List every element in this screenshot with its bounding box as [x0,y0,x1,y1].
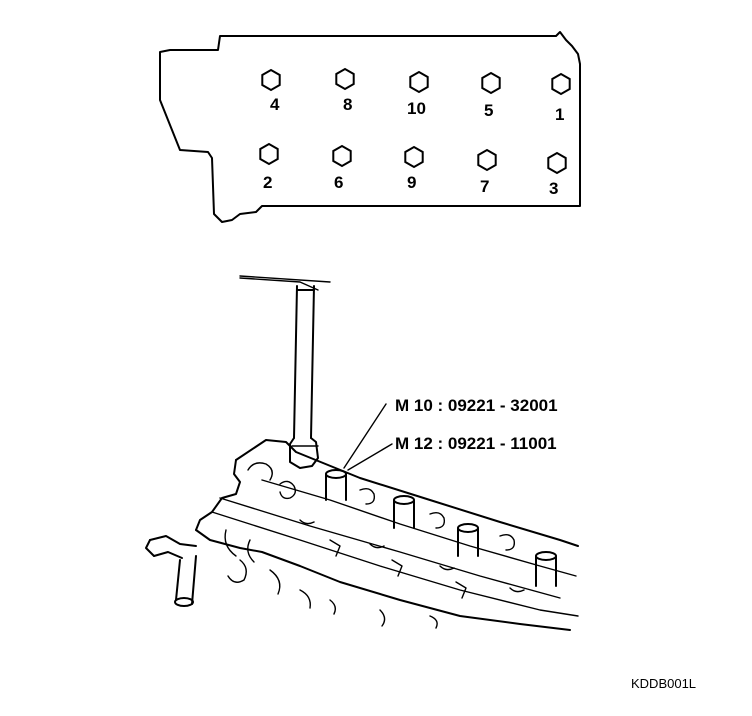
bolt-6-order-label: 2 [263,173,272,192]
bolt-1-order-label: 4 [270,95,280,114]
callout-leader-1 [343,403,387,469]
callout-m10: M 10 : 09221 - 32001 [395,396,558,415]
bolt-8-icon [404,145,424,169]
bolt-6-icon [259,142,279,166]
bolt-1-icon [261,68,281,92]
head-outline-plan [159,31,581,223]
bolt-4-order-label: 5 [484,101,493,120]
callout-m12: M 12 : 09221 - 11001 [395,434,557,453]
figure-code: KDDB001L [631,676,696,691]
engine-head-drawing [145,275,579,631]
bolt-2-order-label: 8 [343,95,352,114]
bolt-9-order-label: 7 [480,177,489,196]
torque-wrench [289,285,319,469]
cam-details [224,462,525,629]
bolt-10-order-label: 3 [549,179,558,198]
water-pipe [145,535,197,607]
valve-lifters [325,469,557,587]
callout-leader-2 [347,443,393,471]
bolt-3-order-label: 10 [407,99,426,118]
bolt-4-icon [481,71,501,95]
bolt-10-icon [547,151,567,175]
bolt-7-order-label: 6 [334,173,343,192]
bolt-3-icon [409,70,429,94]
bolt-group: 4 8 10 5 1 2 6 9 7 3 [259,67,571,198]
bolt-2-icon [335,67,355,91]
bolt-5-icon [551,72,571,96]
bolt-9-icon [477,148,497,172]
bolt-8-order-label: 9 [407,173,416,192]
bolt-5-order-label: 1 [555,105,564,124]
bolt-7-icon [332,144,352,168]
